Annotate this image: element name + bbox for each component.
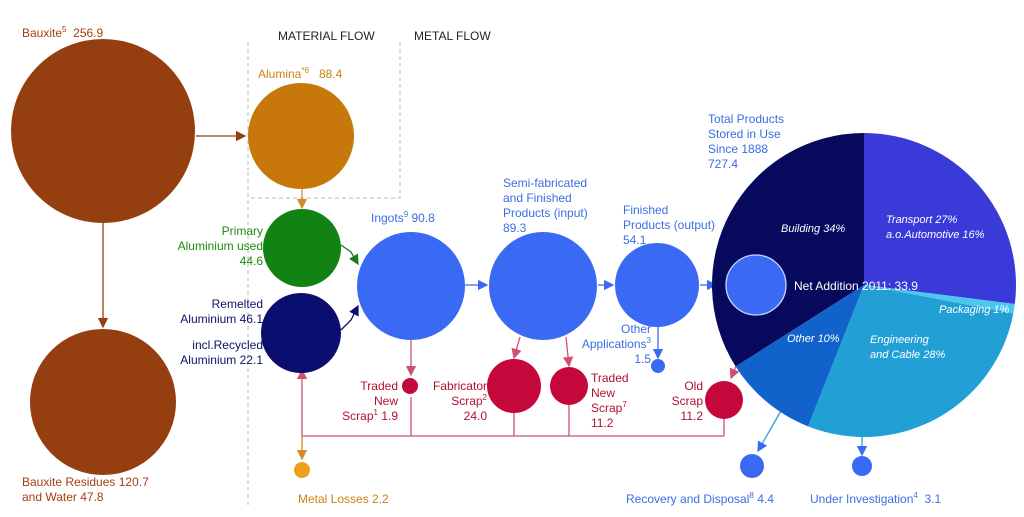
pie-slice-engineering [808, 285, 1014, 437]
arrow-semi-traded-scrap [562, 336, 574, 368]
bauxite-circle [11, 39, 195, 223]
arrow-remelted-ingots [340, 304, 359, 331]
pie-slice-other [735, 285, 864, 427]
pie-label-transport: Transport 27%a.o.Automotive 16% [886, 214, 985, 241]
residues-circle [30, 329, 176, 475]
stored-in-use-pie [712, 133, 1017, 437]
recovery-circle [740, 454, 764, 478]
traded-scrap-1-circle [402, 378, 418, 394]
net-addition-label: Net Addition 2011: 33.9 [794, 279, 918, 293]
metal-flow-header: METAL FLOW [414, 29, 491, 43]
material-flow-header: MATERIAL FLOW [278, 29, 375, 43]
net-addition-circle [725, 254, 787, 316]
scrap-return-path [302, 370, 725, 437]
recovery-label: Recovery and Disposal8 4.4 [626, 491, 774, 507]
investigation-circle [852, 456, 872, 476]
losses-label: Metal Losses 2.2 [298, 492, 389, 506]
pie-label-building: Building 34% [781, 223, 846, 235]
pie-label-packaging: Packaging 1% [939, 304, 1010, 316]
fabricator-circle [487, 359, 541, 413]
bauxite-label: Bauxite5 256.9 [22, 25, 104, 41]
traded-scrap-2-circle [550, 367, 588, 405]
losses-circle [294, 462, 310, 478]
remelted-circle [261, 293, 341, 373]
material-metal-divider [247, 42, 401, 506]
alumina-label: Alumina*6 88.4 [258, 66, 343, 82]
primary-circle [263, 209, 341, 287]
arrow-semi-fabricator [511, 336, 522, 360]
old-scrap-circle [705, 381, 743, 419]
alumina-circle [248, 83, 354, 189]
pie-slice-transport [864, 133, 1017, 305]
ingots-label: Ingots9 90.8 [371, 210, 435, 226]
pie-slice-packaging [864, 285, 1015, 314]
arrow-primary-ingots [340, 244, 359, 266]
ingots-circle [357, 232, 465, 340]
finished-circle [615, 243, 699, 327]
other-app-circle [651, 359, 665, 373]
pie-label-other: Other 10% [787, 333, 840, 345]
semi-circle [489, 232, 597, 340]
investigation-label: Under Investigation4 3.1 [810, 491, 942, 507]
